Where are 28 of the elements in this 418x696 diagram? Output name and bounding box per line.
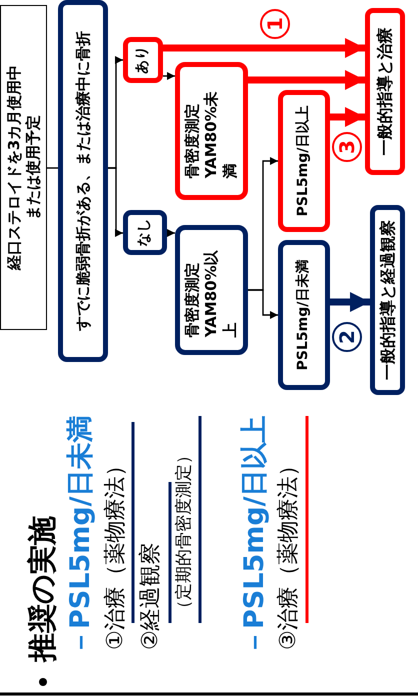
- condition-box: 経口ステロイドを3カ月使用中または使用予定: [0, 5, 47, 330]
- dose-box: PSL5mg/日以上: [278, 90, 330, 232]
- result-box: 一般的指導と経過観察: [370, 205, 405, 395]
- note: （定期的骨密度測定）: [175, 447, 194, 617]
- subheading: －PSL5mg/日未満: [66, 415, 96, 656]
- question-box: すでに脆弱骨折がある、または治療中に骨折: [58, 0, 108, 362]
- step-number: 1: [260, 9, 290, 39]
- step-number: 2: [332, 322, 362, 352]
- arrow: [167, 229, 175, 237]
- test-box: 骨密度測定YAM80%以上: [175, 225, 248, 355]
- dose-box: PSL5mg/日未満: [278, 240, 330, 390]
- arrow: [108, 167, 123, 237]
- test-box: 骨密度測定YAM80%未満: [175, 62, 248, 200]
- step-number: 3: [332, 132, 362, 162]
- list-item: ③治療（薬物療法）: [277, 454, 302, 650]
- result-box: 一般的指導と治療: [365, 8, 405, 175]
- answer-box: あり: [123, 37, 163, 83]
- arrow: [330, 292, 370, 312]
- list-item: ①治療（薬物療法）: [104, 454, 128, 650]
- answer-box: なし: [123, 210, 167, 255]
- heading: 推奨の実施: [27, 516, 59, 662]
- subheading: －PSL5mg/日以上: [240, 415, 270, 656]
- arrow: [248, 289, 278, 319]
- list-item: ②経過観察: [139, 542, 164, 650]
- arrow: [163, 38, 365, 58]
- arrow: [330, 107, 365, 127]
- arrow: [163, 72, 175, 80]
- arrow: [248, 70, 365, 90]
